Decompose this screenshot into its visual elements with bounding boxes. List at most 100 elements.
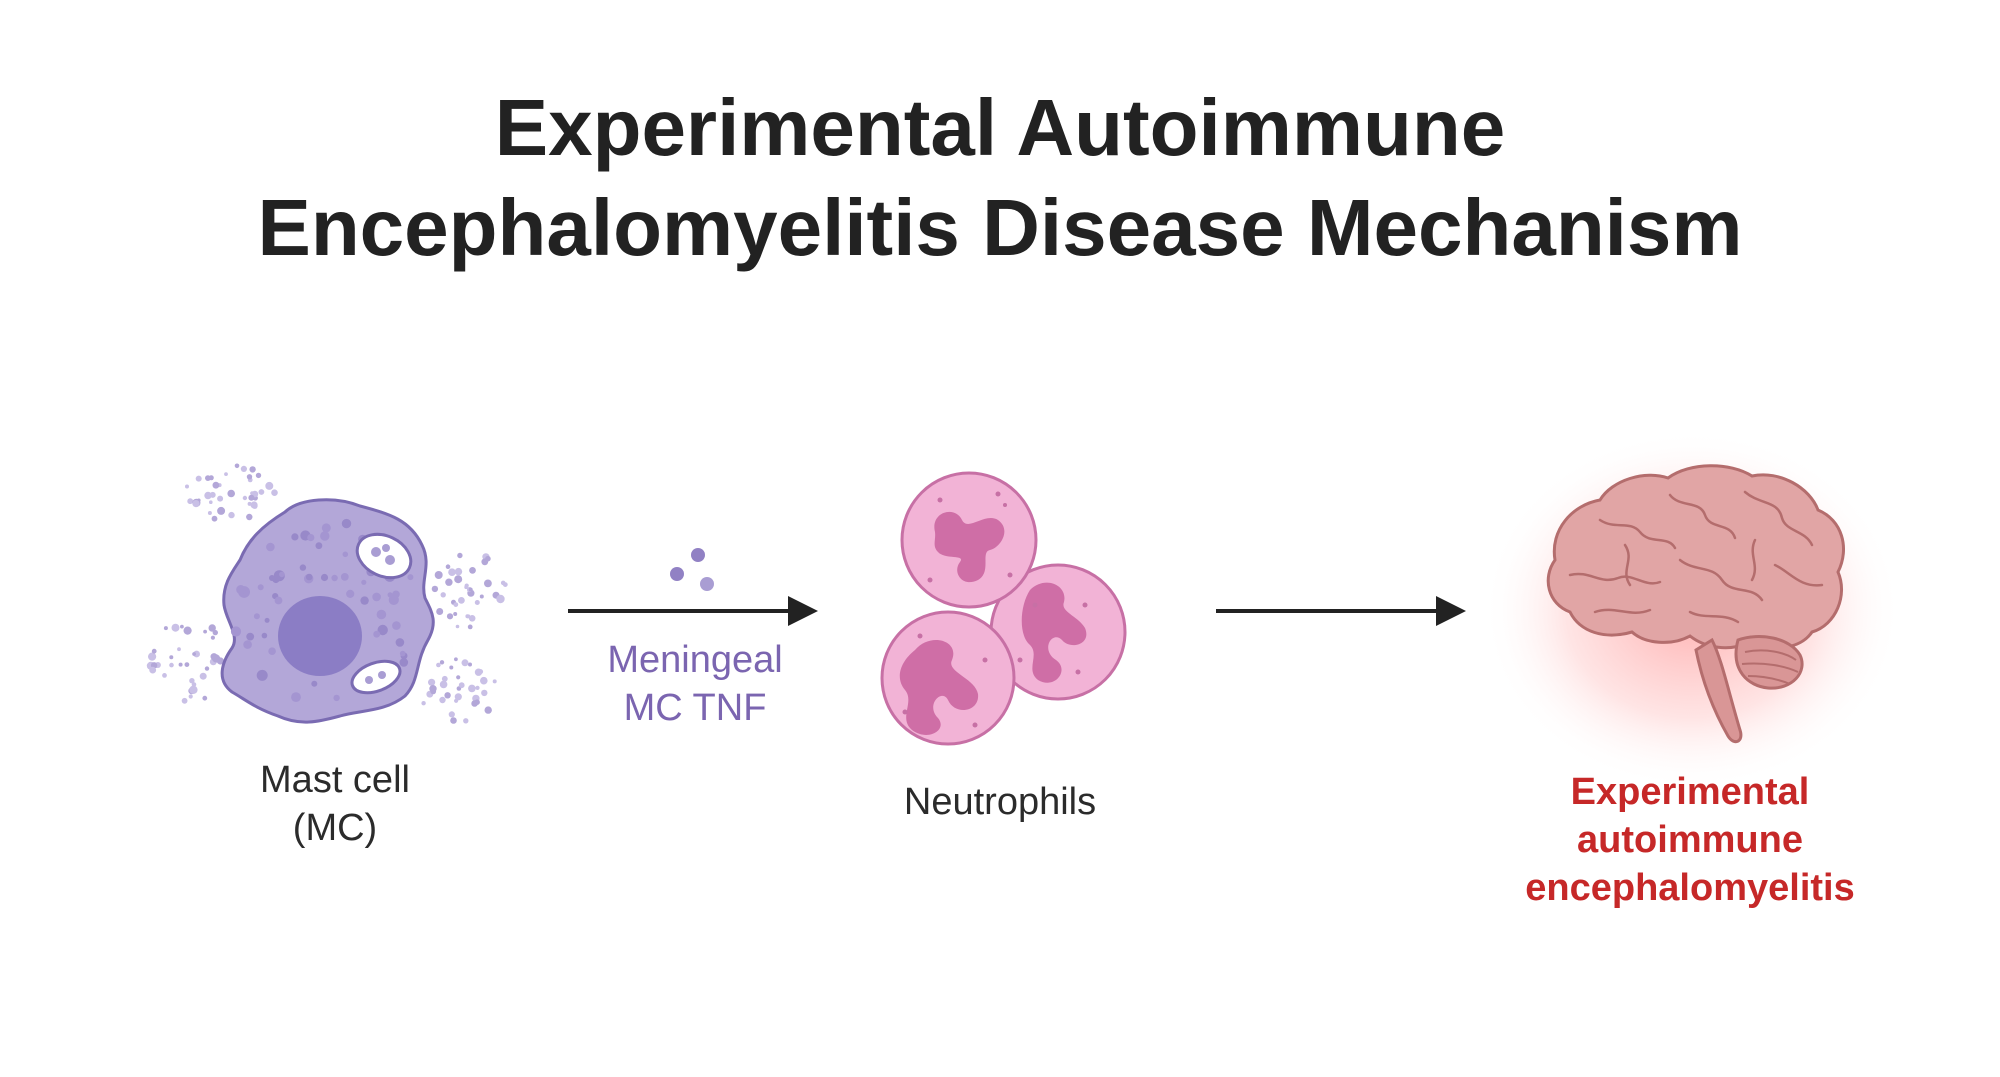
eae-label: Experimental autoimmune encephalomyeliti… — [1480, 768, 1900, 912]
released-granule — [271, 489, 278, 497]
granule — [269, 575, 275, 581]
released-granule — [469, 567, 476, 574]
granule — [230, 626, 242, 637]
released-granule — [445, 564, 451, 569]
granule — [257, 584, 264, 591]
granule — [399, 658, 409, 667]
released-granule — [208, 624, 216, 632]
mast-cell-label-line-2: (MC) — [292, 807, 378, 849]
released-granule — [466, 614, 471, 619]
granule — [372, 592, 381, 602]
released-granule — [180, 624, 184, 629]
released-granule — [203, 629, 208, 634]
released-granule — [453, 612, 458, 616]
released-granule — [188, 694, 193, 699]
arrow-mc-to-neutrophils — [568, 596, 818, 626]
released-granule — [149, 666, 157, 674]
released-granule — [440, 592, 446, 598]
released-granule — [250, 491, 255, 496]
released-granule — [502, 582, 508, 587]
released-granule — [217, 506, 226, 515]
released-granule — [183, 626, 192, 635]
mast-cell-icon — [146, 463, 508, 724]
granule — [291, 533, 299, 541]
granule — [320, 573, 329, 582]
released-granule — [475, 685, 480, 691]
released-granule — [207, 511, 212, 515]
released-granule — [234, 463, 240, 469]
released-granule — [454, 693, 462, 701]
released-granule — [171, 623, 180, 632]
released-granule — [212, 481, 220, 489]
brain-icon — [1482, 430, 1902, 790]
granule — [340, 573, 349, 581]
granule — [320, 531, 330, 541]
brain-stem — [1694, 637, 1743, 744]
neutrophils-label: Neutrophils — [860, 778, 1140, 826]
released-granule — [249, 466, 256, 473]
released-granule — [248, 494, 255, 501]
brain-cerebrum — [1546, 464, 1846, 650]
granule — [399, 650, 406, 657]
released-granule — [169, 662, 174, 668]
mast-cell-label: Mast cell (MC) — [200, 756, 470, 852]
released-granule — [192, 652, 197, 656]
granule — [392, 621, 401, 630]
released-granule — [428, 678, 436, 686]
released-granule — [217, 495, 224, 502]
granule — [392, 590, 400, 599]
meningeal-tnf-label: Meningeal MC TNF — [565, 636, 825, 732]
released-granule — [458, 597, 465, 604]
released-granule — [448, 711, 455, 718]
released-granule — [468, 587, 473, 592]
released-granule — [177, 647, 181, 652]
released-granule — [205, 475, 211, 481]
released-granule — [227, 489, 235, 498]
released-granule — [421, 701, 426, 706]
released-granule — [192, 500, 200, 508]
released-granule — [446, 613, 454, 620]
released-granule — [187, 498, 194, 505]
brain-gyri — [1568, 490, 1824, 624]
released-granule — [189, 685, 198, 694]
released-granule — [496, 594, 505, 604]
released-granule — [463, 718, 469, 724]
released-granule — [484, 579, 492, 588]
released-granule — [464, 583, 469, 588]
released-granule — [454, 575, 463, 584]
granule — [266, 542, 275, 552]
released-granule — [258, 489, 265, 495]
released-granule — [445, 578, 453, 586]
tnf-molecules — [670, 548, 714, 591]
granule — [246, 632, 255, 641]
mast-cell-vesicle — [350, 659, 402, 695]
released-granule — [265, 481, 274, 490]
granule — [346, 589, 355, 599]
released-granule — [246, 513, 253, 521]
granule — [236, 585, 246, 595]
released-granule — [431, 585, 439, 593]
granule — [360, 596, 369, 605]
released-granule — [169, 655, 174, 660]
released-granule — [439, 680, 448, 689]
cerebellum-folia — [1741, 649, 1799, 685]
granule — [387, 592, 393, 598]
released-granule — [209, 500, 213, 505]
granule — [261, 632, 268, 639]
eae-label-line-1: Experimental — [1570, 771, 1810, 813]
released-granule — [210, 635, 215, 640]
released-granule — [224, 472, 228, 476]
released-granule — [471, 700, 478, 707]
released-granule — [228, 511, 235, 519]
granule — [253, 613, 260, 620]
granule — [376, 609, 387, 620]
granule — [311, 680, 318, 687]
granule — [361, 579, 367, 585]
released-granule — [455, 624, 460, 629]
released-granule — [242, 495, 248, 501]
released-granule — [151, 648, 157, 654]
released-granule — [474, 668, 483, 676]
granule — [315, 542, 323, 550]
neutrophil — [880, 610, 1016, 746]
granule — [395, 638, 405, 647]
